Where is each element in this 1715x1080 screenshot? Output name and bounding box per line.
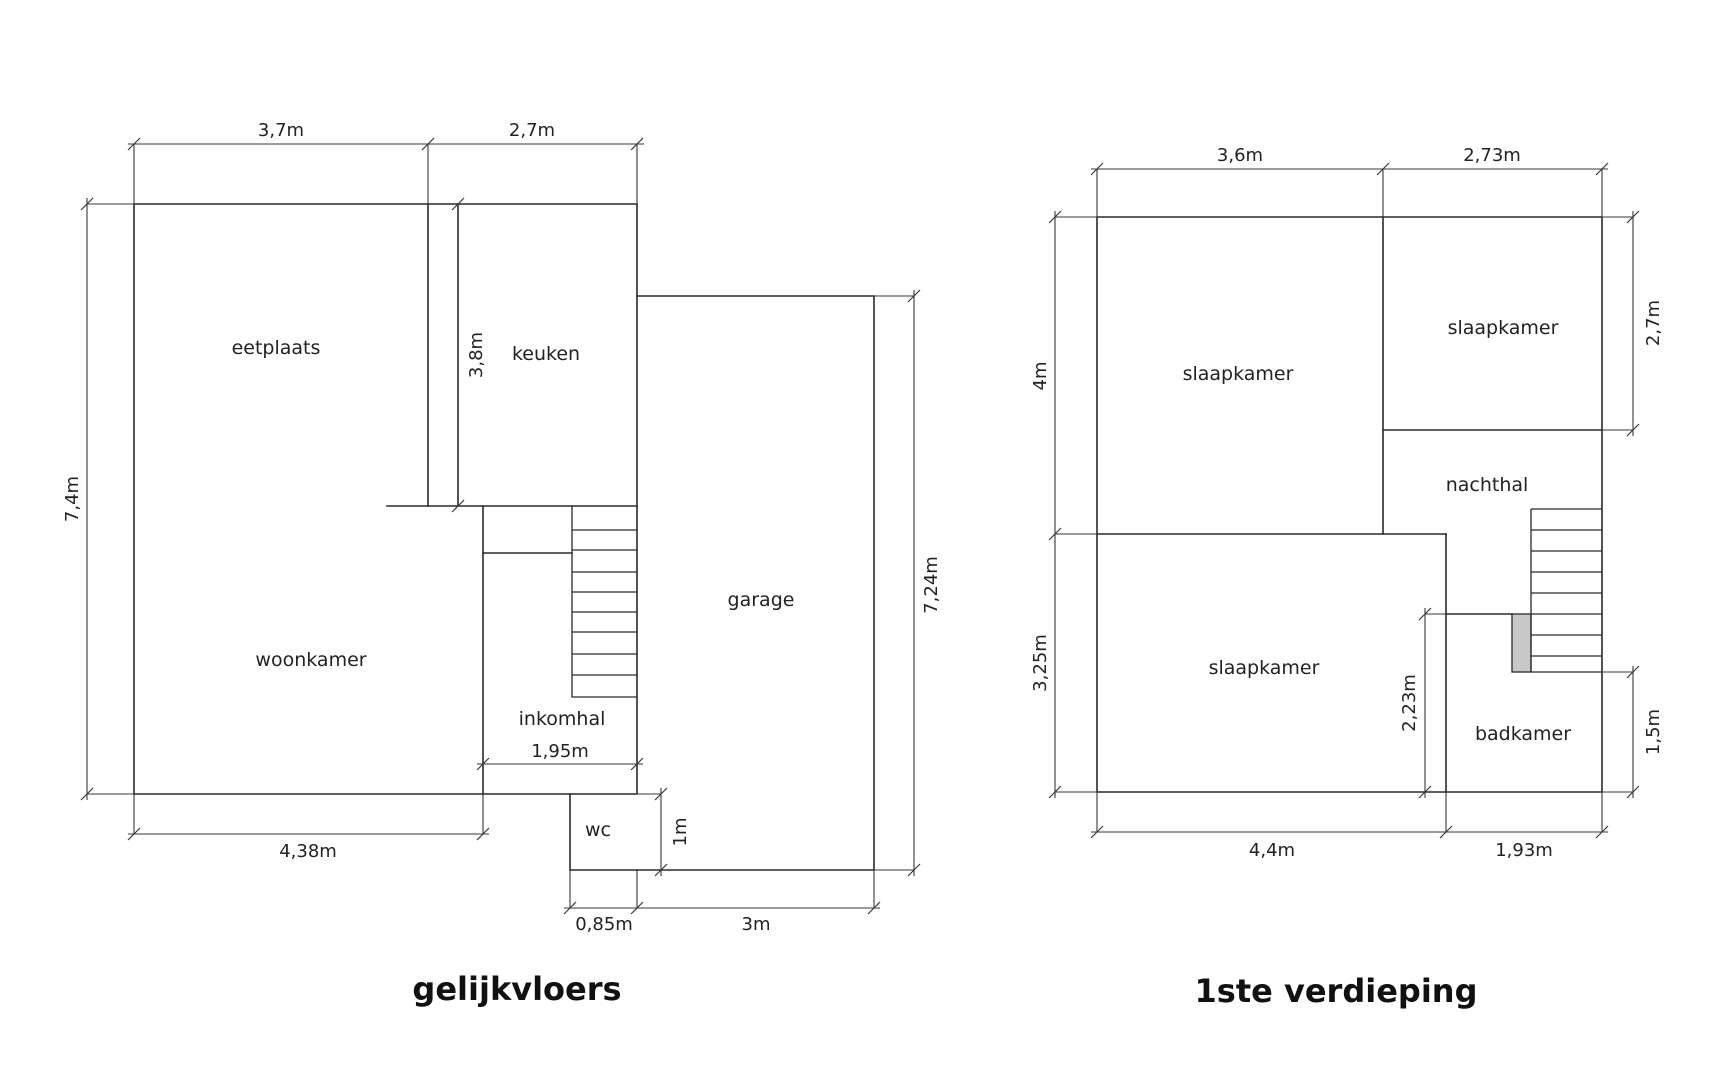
first-floor-walls xyxy=(1096,216,1603,793)
ground-floor-plan: eetplaats keuken woonkamer garage inkomh… xyxy=(62,120,942,1008)
ground-floor-walls xyxy=(133,203,875,871)
dim-label-wc-height: 1m xyxy=(670,818,691,847)
dim-label-bottom-left: 4,4m xyxy=(1249,840,1295,861)
floor-title-first: 1ste verdieping xyxy=(1195,972,1478,1010)
dim-label-bottom-right: 1,93m xyxy=(1495,840,1553,861)
room-label-woonkamer: woonkamer xyxy=(255,649,366,671)
dim-label-bottom-left: 4,38m xyxy=(279,841,337,862)
dim-label-inner-height: 2,23m xyxy=(1399,674,1420,732)
room-label-nachthal: nachthal xyxy=(1446,474,1529,496)
room-label-garage: garage xyxy=(728,589,795,611)
dim-label-garage-height: 7,24m xyxy=(921,556,942,614)
room-label-badkamer: badkamer xyxy=(1475,723,1571,745)
dim-label-left-top: 4m xyxy=(1030,362,1051,391)
dim-label-top-right: 2,7m xyxy=(509,120,555,141)
ground-floor-dimensions xyxy=(80,137,921,915)
room-label-inkomhal: inkomhal xyxy=(519,708,606,730)
room-label-slaapkamer-2: slaapkamer xyxy=(1448,317,1559,339)
dim-label-wc-width: 0,85m xyxy=(575,914,633,935)
first-floor-dimensions xyxy=(1048,162,1640,839)
room-label-wc: wc xyxy=(585,819,611,841)
dim-label-top-left: 3,7m xyxy=(258,120,304,141)
dim-label-garage-width: 3m xyxy=(742,914,771,935)
room-label-eetplaats: eetplaats xyxy=(232,337,321,359)
ground-floor-staircase xyxy=(571,506,637,698)
first-floor-plan: slaapkamer slaapkamer slaapkamer nachtha… xyxy=(1030,145,1664,1010)
dim-label-keuken-height: 3,8m xyxy=(466,332,487,378)
room-label-slaapkamer-3: slaapkamer xyxy=(1209,657,1320,679)
dim-label-left-height: 7,4m xyxy=(62,476,83,522)
dim-label-right-bottom: 1,5m xyxy=(1643,709,1664,755)
room-label-keuken: keuken xyxy=(512,343,580,365)
dim-label-right-top: 2,7m xyxy=(1643,300,1664,346)
dim-label-top-right: 2,73m xyxy=(1463,145,1521,166)
dim-label-inkomhal-width: 1,95m xyxy=(531,741,589,762)
room-label-slaapkamer-1: slaapkamer xyxy=(1183,363,1294,385)
dim-label-top-left: 3,6m xyxy=(1217,145,1263,166)
floor-title-ground: gelijkvloers xyxy=(412,970,621,1008)
dim-label-left-bottom: 3,25m xyxy=(1030,634,1051,692)
first-floor-staircase xyxy=(1511,508,1602,673)
